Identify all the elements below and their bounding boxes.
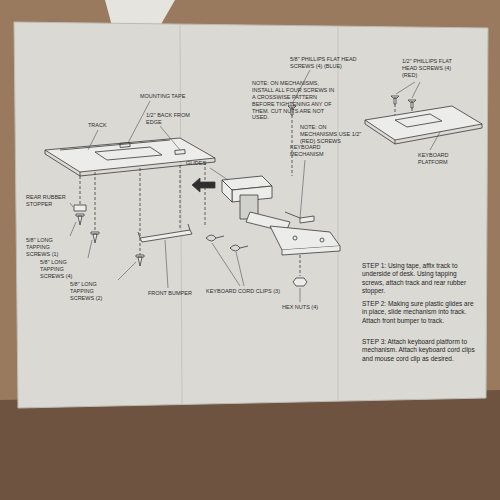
part-label: MOUNTING TAPE <box>140 93 200 100</box>
step-text: STEP 2: Making sure plastic glides are i… <box>362 300 478 325</box>
track <box>45 138 215 176</box>
instruction-sheet <box>14 22 488 408</box>
front-bumper <box>138 224 192 242</box>
fold-line <box>338 26 339 400</box>
part-label: 1/2" PHILLIPS FLAT HEAD SCREWS (4) (RED) <box>402 58 466 79</box>
part-label: 5/8" LONG TAPPING SCREWS (2) <box>70 281 118 302</box>
fold-line <box>180 24 182 404</box>
dimension-label: 1/2" BACK FROM EDGE <box>146 112 190 126</box>
part-label: KEYBOARD CORD CLIPS (3) <box>206 288 288 295</box>
part-label: 5/8" LONG TAPPING SCREWS (4) <box>40 259 88 280</box>
assembly-line <box>80 104 412 276</box>
note-text: NOTE: ON MECHANISMS, INSTALL ALL FOUR SC… <box>252 80 336 121</box>
part-label: 5/8" PHILLIPS FLAT HEAD SCREWS (4) (BLUE… <box>290 56 362 70</box>
step-text: STEP 3: Attach keyboard platform to mech… <box>362 338 478 363</box>
part-label: KEYBOARD PLATFORM <box>418 152 468 166</box>
part-label: REAR RUBBER STOPPER <box>26 194 72 208</box>
slide-arrow <box>192 178 215 192</box>
tapping-screw <box>76 214 144 266</box>
cord-clip <box>206 235 248 251</box>
keyboard-mechanism <box>222 176 340 255</box>
part-label: GLIDES <box>186 160 226 167</box>
part-label: TRACK <box>88 122 118 129</box>
keyboard-platform <box>365 106 482 144</box>
part-label: 5/8" LONG TAPPING SCREWS (1) <box>26 237 74 258</box>
part-label: HEX NUTS (4) <box>282 304 328 311</box>
paper-behind <box>105 0 175 26</box>
note-text: NOTE: ON MECHANISMS USE 1/2" (RED) SCREW… <box>300 124 362 145</box>
hex-nut <box>293 278 307 286</box>
part-label: FRONT BUMPER <box>148 290 208 297</box>
step-text: STEP 1: Using tape, affix track to under… <box>362 262 478 296</box>
part-label: KEYBOARD MECHANISM <box>290 144 338 158</box>
rear-rubber-stopper <box>74 205 86 211</box>
